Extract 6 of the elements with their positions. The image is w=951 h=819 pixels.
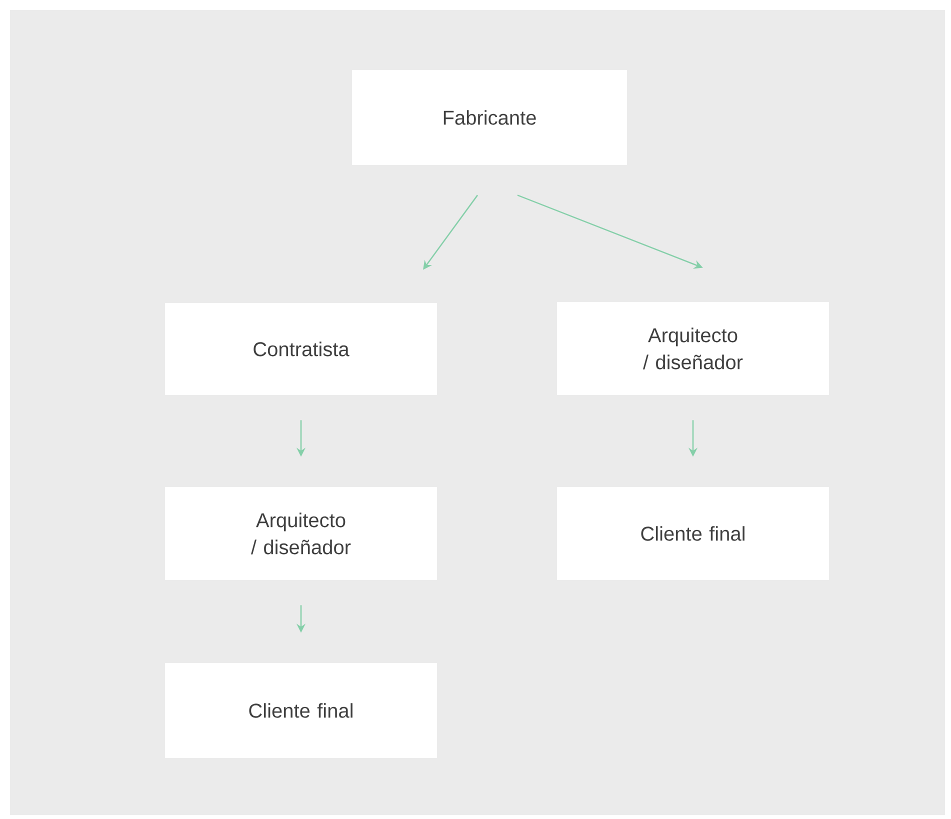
process-box: Contratista bbox=[165, 302, 437, 395]
process-box: Cliente final bbox=[557, 486, 829, 580]
process-box: Fabricante bbox=[352, 70, 627, 165]
process-box: Arquitecto / diseñador bbox=[557, 302, 829, 395]
process-box: Cliente final bbox=[165, 662, 437, 758]
process-box: Arquitecto / diseñador bbox=[165, 486, 437, 580]
